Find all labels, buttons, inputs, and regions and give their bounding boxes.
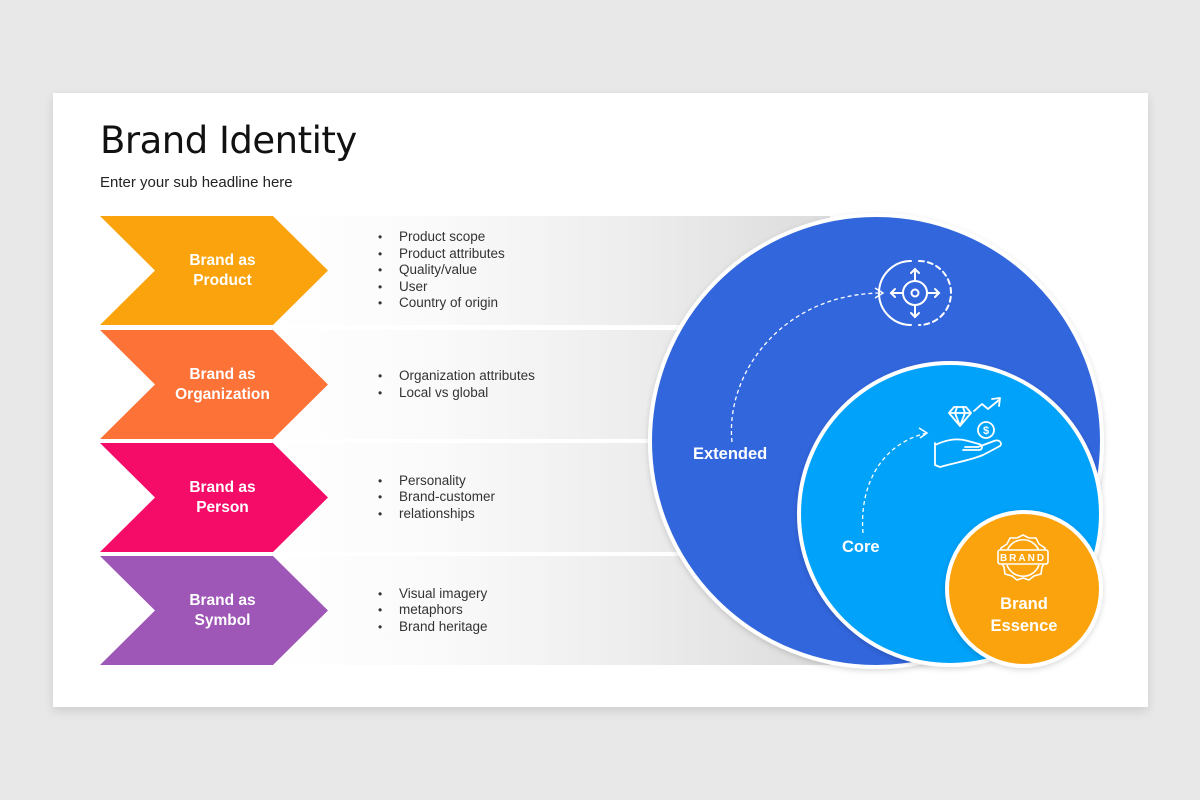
bullet-item: Product scope xyxy=(378,229,505,246)
bullet-item: Country of origin xyxy=(378,295,505,312)
page-subtitle: Enter your sub headline here xyxy=(100,174,293,191)
core-label: Core xyxy=(842,538,880,556)
bullet-item: Brand-customer xyxy=(378,489,495,506)
target-expand-icon xyxy=(878,260,952,326)
brand-circles-diagram: $ BRAND xyxy=(648,213,1104,669)
essence-circle xyxy=(945,510,1103,668)
bullet-list: Visual imagery metaphors Brand heritage xyxy=(378,556,488,665)
chevron-label: Brand as Symbol xyxy=(189,591,256,629)
svg-text:$: $ xyxy=(983,425,989,437)
essence-label: Brand Essence xyxy=(990,595,1058,635)
bullet-item: metaphors xyxy=(378,602,488,619)
bullet-item: Organization attributes xyxy=(378,368,535,385)
slide: Brand Identity Enter your sub headline h… xyxy=(53,93,1148,707)
chevron-shape-icon xyxy=(100,216,328,325)
bullet-list: Product scope Product attributes Quality… xyxy=(378,216,505,325)
brand-badge-icon: BRAND xyxy=(997,534,1049,581)
page-title: Brand Identity xyxy=(100,119,357,162)
chevron-label: Brand as Person xyxy=(189,478,256,516)
bullet-item: Personality xyxy=(378,473,495,490)
bullet-item: Quality/value xyxy=(378,262,505,279)
chevron-organization: Brand as Organization xyxy=(100,330,328,439)
chevron-label: Brand as Organization xyxy=(175,365,270,403)
chevron-shape-icon xyxy=(100,556,328,665)
chevron-product: Brand as Product xyxy=(100,216,328,325)
extended-label: Extended xyxy=(693,445,768,463)
chevron-label: Brand as Product xyxy=(189,251,256,289)
bullet-item: Product attributes xyxy=(378,246,505,263)
chevron-shape-icon xyxy=(100,330,328,439)
bullet-item: Local vs global xyxy=(378,385,535,402)
hand-diamond-growth-icon: $ xyxy=(934,397,1002,468)
svg-text:BRAND: BRAND xyxy=(1000,553,1046,564)
chevron-person: Brand as Person xyxy=(100,443,328,552)
row-product: Brand as Product Product scope Product a… xyxy=(100,216,830,325)
bullet-item: Brand heritage xyxy=(378,619,488,636)
chevron-symbol: Brand as Symbol xyxy=(100,556,328,665)
bullet-item: User xyxy=(378,279,505,296)
bullet-item: Visual imagery xyxy=(378,586,488,603)
chevron-shape-icon xyxy=(100,443,328,552)
bullet-item: relationships xyxy=(378,506,495,523)
bullet-list: Organization attributes Local vs global xyxy=(378,330,535,439)
bullet-list: Personality Brand-customer relationships xyxy=(378,443,495,552)
